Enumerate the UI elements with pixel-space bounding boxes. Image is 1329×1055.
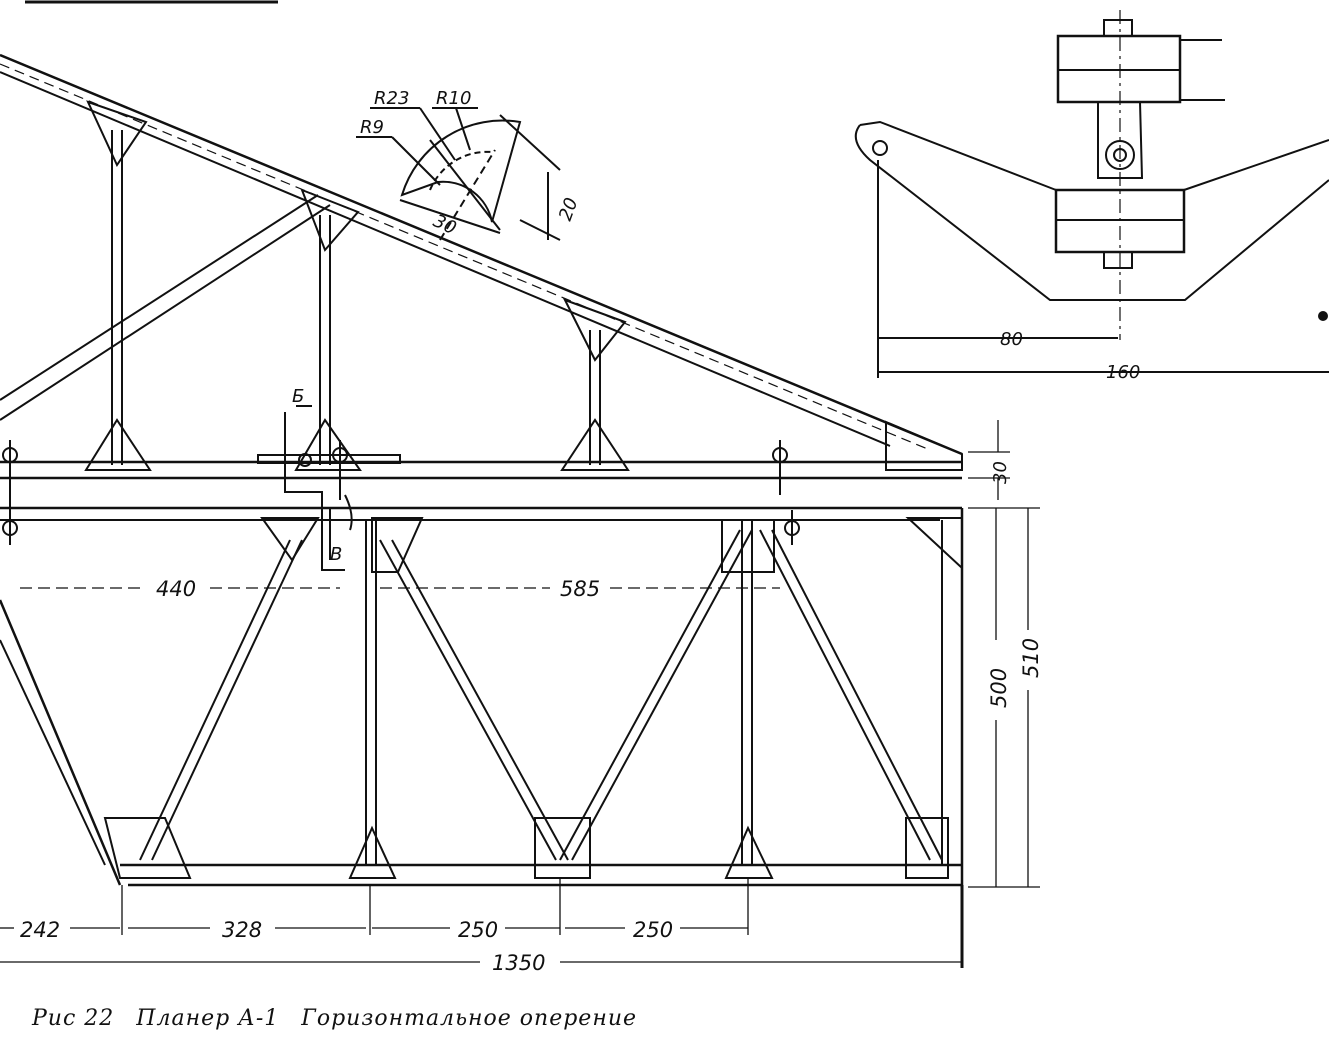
section-mark-b: Б (292, 386, 304, 407)
hinge-cross-section (854, 10, 1329, 378)
radius-r23: R23 (374, 88, 409, 109)
dimension-lines (0, 420, 1040, 968)
dimension-labels: 440 585 242 328 250 250 1350 500 510 30 … (20, 88, 1140, 975)
figure-number: Рис 22 (32, 1006, 115, 1031)
upper-truss: Б В (0, 53, 963, 571)
dim-30-thickness: 30 (990, 461, 1011, 484)
dim-20: 20 (555, 195, 583, 224)
dim-510: 510 (1019, 638, 1043, 678)
dim-250-left: 250 (458, 918, 498, 942)
radius-r10: R10 (436, 88, 471, 109)
section-mark-v: В (330, 544, 342, 565)
hinge-fittings (2, 440, 800, 545)
dim-80: 80 (1000, 329, 1023, 350)
lower-truss (0, 506, 964, 887)
dim-585: 585 (560, 577, 600, 601)
dim-160: 160 (1106, 362, 1140, 383)
radius-r9: R9 (360, 117, 384, 138)
dim-440: 440 (156, 577, 196, 601)
dim-250-right: 250 (633, 918, 673, 942)
figure-title: Горизонтальное оперение (301, 1006, 638, 1031)
dim-1350: 1350 (492, 951, 545, 975)
dim-328: 328 (222, 918, 262, 942)
figure-subject: Планер А-1 (136, 1006, 280, 1031)
dim-242: 242 (20, 918, 60, 942)
figure-caption: Рис 22 Планер А-1 Горизонтальное оперени… (32, 1006, 651, 1031)
dim-500: 500 (987, 668, 1011, 708)
rib-detail (356, 107, 561, 241)
